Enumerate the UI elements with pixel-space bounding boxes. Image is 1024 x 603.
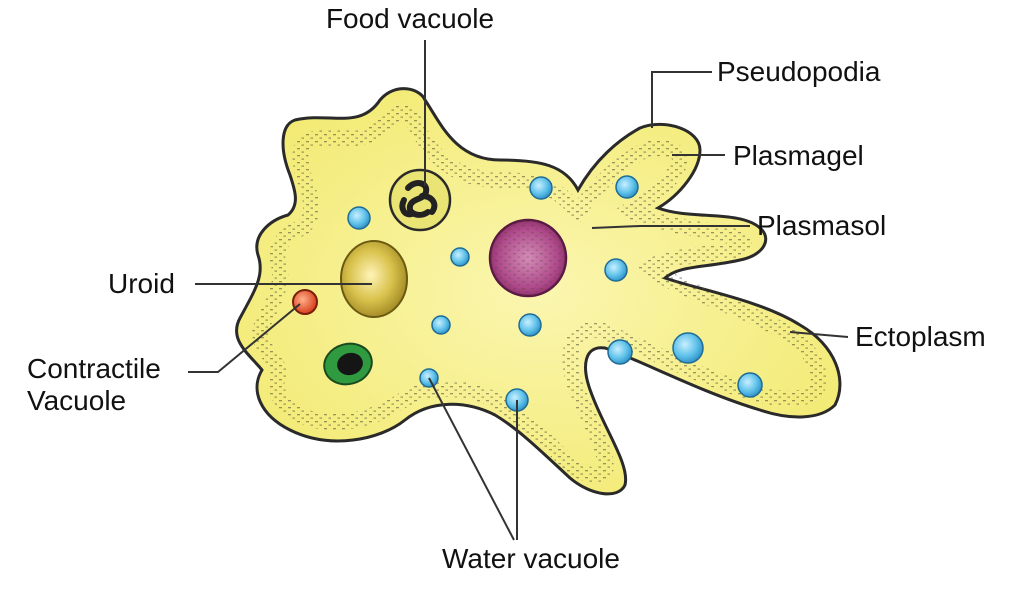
nucleus: [488, 218, 568, 298]
leader-ectoplasm: [789, 331, 849, 338]
green-vacuole: [323, 342, 373, 386]
label-plasmasol: Plasmasol: [757, 210, 886, 241]
label-pseudopodia: Pseudopodia: [717, 56, 881, 87]
label-food-vacuole: Food vacuole: [326, 3, 494, 34]
leader-water-vacuole-a: [428, 377, 515, 541]
leader-lines: [188, 40, 849, 541]
label-plasmagel: Plasmagel: [733, 140, 864, 171]
uroid-body: [340, 240, 408, 318]
label-water-vacuole: Water vacuole: [442, 543, 620, 574]
label-contractile-vacuole-line1: Contractile: [27, 353, 161, 384]
food-vacuole: [388, 168, 452, 232]
contractile-vacuole: [292, 289, 318, 315]
label-uroid: Uroid: [108, 268, 175, 299]
leader-pseudopodia: [651, 71, 712, 128]
label-ectoplasm: Ectoplasm: [855, 321, 986, 352]
leader-plasmasol: [591, 225, 750, 229]
leader-contractile-vacuole: [188, 303, 301, 373]
label-contractile-vacuole-line2: Vacuole: [27, 385, 126, 416]
